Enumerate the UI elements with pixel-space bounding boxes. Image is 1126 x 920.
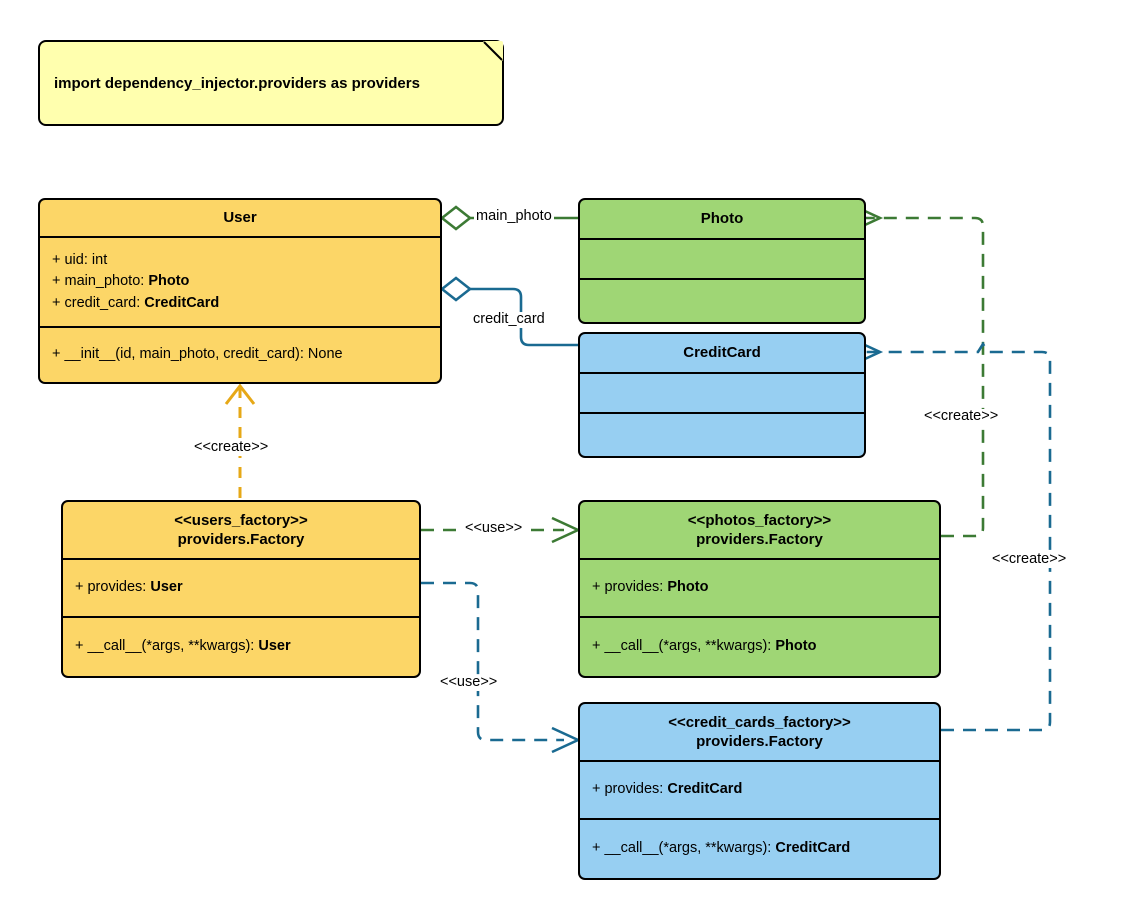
photos-factory-class-name: providers.Factory [696,531,823,548]
photos-factory-stereotype: <<photos_factory>> [687,511,832,529]
credit-card-attributes-compartment [580,374,864,414]
photos-factory-attributes-compartment: + provides: Photo [580,560,939,618]
class-box-credit-card[interactable]: CreditCard [578,332,866,458]
photo-attributes-compartment [580,240,864,280]
credit-cards-factory-title-compartment: <<credit_cards_factory>> providers.Facto… [580,704,939,762]
users-factory-method-call: + __call__(*args, **kwargs): User [75,638,291,655]
users-factory-attributes-compartment: + provides: User [63,560,419,618]
note-fold-corner [483,41,503,61]
edge-label-use-credit-cards-factory: <<use>> [438,674,500,691]
users-factory-title: <<users_factory>> providers.Factory [63,511,419,549]
credit-cards-factory-methods-compartment: + __call__(*args, **kwargs): CreditCard [580,820,939,878]
class-box-photos-factory[interactable]: <<photos_factory>> providers.Factory + p… [578,500,941,678]
photos-factory-title: <<photos_factory>> providers.Factory [580,511,939,549]
credit-card-class-name: CreditCard [683,344,761,362]
users-factory-title-compartment: <<users_factory>> providers.Factory [63,502,419,560]
users-factory-stereotype: <<users_factory>> [174,511,308,529]
credit-card-methods-compartment [580,414,864,456]
photos-factory-methods-compartment: + __call__(*args, **kwargs): Photo [580,618,939,676]
edge-label-credit-card: credit_card [471,311,547,328]
credit-card-title: CreditCard [580,343,864,362]
user-attribute-uid: + uid: int [52,252,108,269]
edge-label-use-photos-factory: <<use>> [463,520,525,537]
user-class-name: User [223,209,257,227]
user-attributes-compartment: + uid: int + main_photo: Photo + credit_… [40,238,440,328]
user-title: User [40,208,440,227]
photos-factory-title-compartment: <<photos_factory>> providers.Factory [580,502,939,560]
edge-use-credit-cards-factory [421,581,582,754]
credit-cards-factory-attribute-provides: + provides: CreditCard [592,781,743,798]
class-box-users-factory[interactable]: <<users_factory>> providers.Factory + pr… [61,500,421,678]
photo-title-compartment: Photo [580,200,864,240]
photos-factory-method-call: + __call__(*args, **kwargs): Photo [592,638,817,655]
photo-methods-compartment [580,280,864,322]
users-factory-class-name: providers.Factory [177,531,305,548]
import-note: import dependency_injector.providers as … [38,40,504,126]
edge-label-main-photo: main_photo [474,208,554,225]
import-note-text: import dependency_injector.providers as … [54,74,420,92]
user-attribute-credit-card: + credit_card: CreditCard [52,294,220,311]
edge-label-create-photo: <<create>> [922,408,1001,425]
users-factory-methods-compartment: + __call__(*args, **kwargs): User [63,618,419,676]
credit-cards-factory-class-name: providers.Factory [696,733,823,750]
credit-cards-factory-attributes-compartment: + provides: CreditCard [580,762,939,820]
edge-label-create-credit-card: <<create>> [990,551,1069,568]
photo-class-name: Photo [700,210,744,228]
class-box-credit-cards-factory[interactable]: <<credit_cards_factory>> providers.Facto… [578,702,941,880]
credit-cards-factory-stereotype: <<credit_cards_factory>> [668,713,851,731]
user-method-init: + __init__(id, main_photo, credit_card):… [52,346,343,363]
user-methods-compartment: + __init__(id, main_photo, credit_card):… [40,328,440,382]
users-factory-attribute-provides: + provides: User [75,579,183,596]
photos-factory-attribute-provides: + provides: Photo [592,579,709,596]
edge-label-create-user: <<create>> [192,439,271,456]
class-box-photo[interactable]: Photo [578,198,866,324]
user-attribute-main-photo: + main_photo: Photo [52,273,190,290]
credit-card-title-compartment: CreditCard [580,334,864,374]
credit-cards-factory-title: <<credit_cards_factory>> providers.Facto… [580,713,939,751]
class-box-user[interactable]: User + uid: int + main_photo: Photo + cr… [38,198,442,384]
credit-cards-factory-method-call: + __call__(*args, **kwargs): CreditCard [592,840,851,857]
user-title-compartment: User [40,200,440,238]
photo-title: Photo [580,209,864,228]
edge-create-photo [853,204,985,538]
